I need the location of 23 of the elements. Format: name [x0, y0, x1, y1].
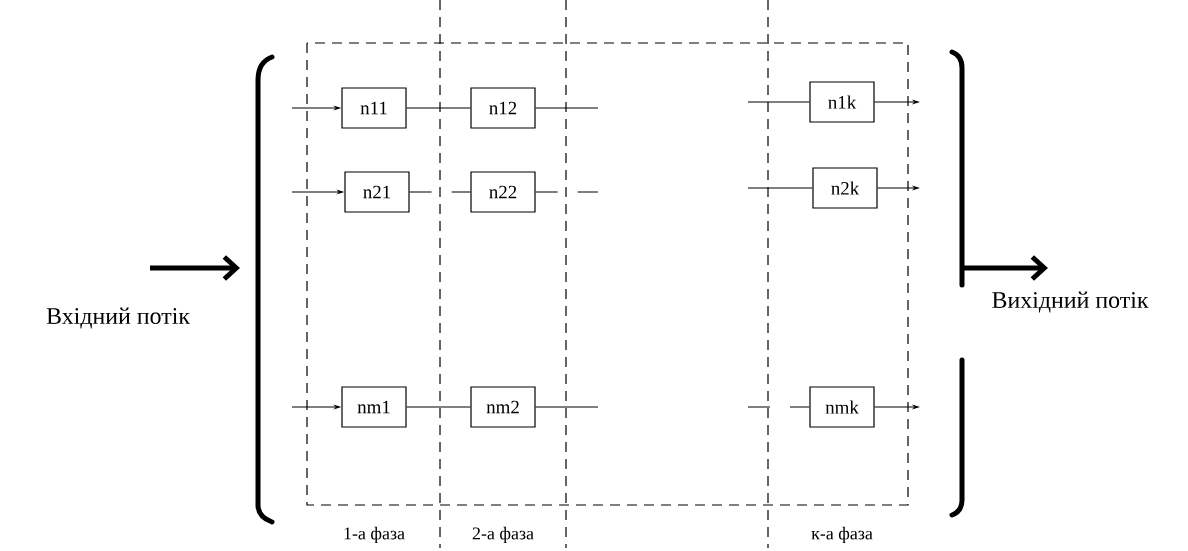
flow-label: Вхідний потік — [46, 307, 190, 329]
process-box: n12 — [470, 87, 536, 129]
connector — [747, 187, 813, 189]
connector — [409, 191, 471, 193]
process-box: n21 — [344, 171, 410, 213]
process-box: n22 — [470, 171, 536, 213]
process-box: n1k — [809, 81, 875, 123]
connector — [747, 101, 810, 103]
connector — [747, 406, 810, 408]
phase-label: к-а фаза — [811, 526, 873, 544]
connector — [535, 107, 599, 109]
process-box: n2k — [812, 167, 878, 209]
connector — [535, 191, 599, 193]
process-box: nm1 — [341, 386, 407, 428]
connector — [406, 406, 471, 408]
phase-label: 2-а фаза — [472, 526, 534, 544]
phase-label: 1-а фаза — [344, 526, 405, 544]
flow-label: Вихідний потік — [992, 291, 1149, 313]
connector — [535, 406, 599, 408]
process-box: n11 — [341, 87, 407, 129]
process-box: nmk — [809, 386, 875, 428]
connector — [406, 107, 471, 109]
process-box: nm2 — [470, 386, 536, 428]
